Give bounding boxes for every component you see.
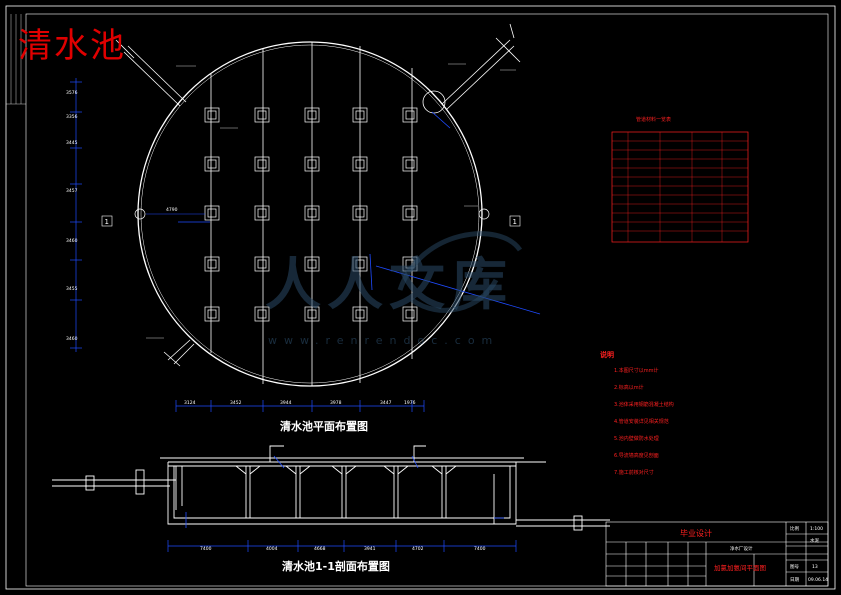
overflow-pipe	[163, 339, 195, 367]
note-item: 6.导流墙高度见剖面	[614, 453, 659, 459]
plan-dim-6: 1976	[404, 400, 416, 406]
section-dim-6: 7400	[474, 546, 486, 552]
baffle-walls	[210, 42, 413, 386]
watermark-url: www.renrendoc.com	[268, 334, 500, 347]
inner-frame	[25, 13, 829, 587]
note-item: 7.施工前核对尺寸	[614, 470, 654, 476]
section-dim-4: 3941	[364, 546, 376, 552]
left-dim-4: 3457	[66, 188, 78, 194]
note-item: 2.标高以m计	[614, 385, 644, 391]
notes-title: 说明	[600, 351, 614, 359]
title-block-scale-label: 比例	[790, 525, 799, 532]
section-dim-3: 4668	[314, 546, 326, 552]
section-mark-left: 1	[105, 218, 109, 226]
title-block-sheet: 13	[812, 564, 818, 570]
outer-frame	[5, 5, 836, 590]
plan-dim-1: 3124	[184, 400, 196, 406]
outlet-pipe	[422, 23, 521, 114]
main-title: 清水池	[18, 26, 126, 66]
section-dim-1: 7400	[200, 546, 212, 552]
title-block-heading: 毕业设计	[680, 528, 712, 538]
section-dim-5: 4702	[412, 546, 424, 552]
plan-dim-5: 3447	[380, 400, 392, 406]
title-block-sheet-label: 图号	[790, 564, 799, 570]
title-block-project: 净水厂设计	[730, 545, 753, 552]
plan-dim-4: 3978	[330, 400, 342, 406]
left-dim-1: 3576	[66, 90, 78, 96]
title-block-date: 09.06.14	[808, 577, 828, 583]
left-dim-7: 3460	[66, 336, 78, 342]
note-item: 4.管道安装详见相关规范	[614, 419, 669, 425]
note-item: 3.池体采用钢筋混凝土结构	[614, 402, 674, 408]
title-block	[605, 521, 829, 587]
section-caption: 清水池1-1剖面布置图	[282, 560, 390, 573]
left-dim-2: 3356	[66, 114, 78, 120]
plan-dim-2: 3452	[230, 400, 242, 406]
section-view	[52, 445, 610, 531]
left-dim-6: 3455	[66, 286, 78, 292]
note-item: 5.池内壁做防水处理	[614, 436, 659, 442]
note-item: 1.本图尺寸以mm计	[614, 368, 659, 374]
material-table: 管道材料一览表	[611, 116, 749, 243]
blue-leaders	[178, 111, 541, 315]
notes-block: 说明 1.本图尺寸以mm计 2.标高以m计 3.池体采用钢筋混凝土结构 4.管道…	[600, 350, 720, 486]
inlet-pipe	[115, 39, 187, 107]
left-dim-5: 3460	[66, 238, 78, 244]
section-dim-2: 4004	[266, 546, 278, 552]
plan-dim-3: 3944	[280, 400, 292, 406]
title-block-date-label: 日期	[790, 577, 799, 583]
watermark-text: 人人文库	[265, 253, 513, 318]
manhole-left	[134, 208, 146, 220]
section-blue	[185, 455, 504, 528]
section-mark-right: 1	[513, 218, 517, 226]
title-block-scale: 1:100	[810, 526, 823, 532]
section-marks	[101, 215, 521, 227]
watermark-logo	[397, 231, 523, 313]
tank-outline	[137, 41, 483, 387]
section-dim-chain	[167, 540, 517, 552]
plan-radius-label: 4790	[166, 207, 178, 213]
table-title: 管道材料一览表	[636, 116, 671, 123]
plan-caption: 清水池平面布置图	[280, 420, 368, 433]
left-dim-3: 3445	[66, 140, 78, 146]
column-grid	[204, 107, 418, 322]
binding-strip	[6, 14, 26, 105]
title-block-material: 水泥	[810, 537, 819, 544]
left-dim-chain	[70, 78, 82, 352]
manhole-right	[478, 208, 490, 220]
plan-bottom-dim-chain	[175, 400, 425, 412]
title-block-drawing-name: 加氯加氨间平面图	[714, 563, 766, 572]
